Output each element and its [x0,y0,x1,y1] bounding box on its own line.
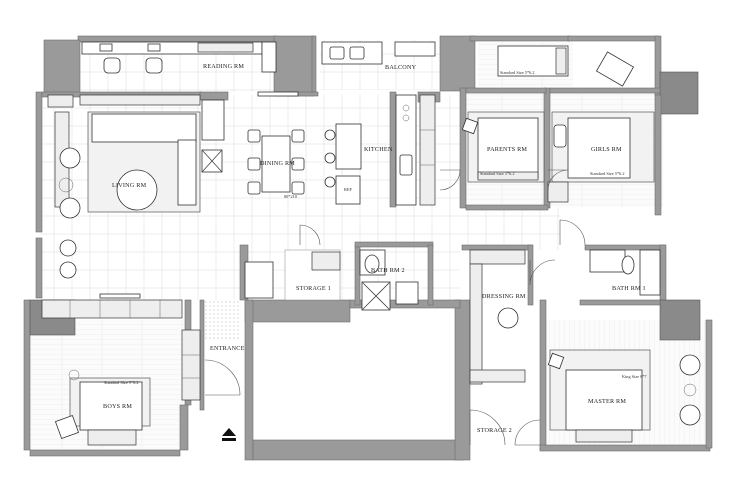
plant-icon [58,177,74,193]
ottoman [497,307,519,329]
living-room-label: LIVING RM [112,182,147,189]
entry-mat [205,300,240,340]
armchair [679,404,701,426]
storage-1: STORAGE 1 [284,249,341,301]
washer-icon [394,41,436,57]
entrance-label: ENTRANCE [210,345,245,352]
fridge-label: REF [344,187,352,192]
shoe-cabinet [181,329,201,401]
tv-icon [99,293,141,299]
wardrobe [469,263,483,385]
reading-room-label: READING RM [203,63,244,70]
storage-2-label: STORAGE 2 [477,427,512,434]
sink-icon [399,154,413,176]
bath-room-1-label: BATH RM 1 [612,285,646,292]
sofa-side [177,139,197,206]
cabinet [201,99,225,141]
vanity [589,249,626,273]
parents-bed-size: Standard Size 5*6.2 [480,171,515,176]
side-table [683,383,697,397]
sofa-back [91,113,197,143]
kitchen-counter [395,94,417,206]
coffee-table [116,169,158,211]
side-stool [59,261,77,279]
armchair [59,147,81,169]
dining-room-label: DINING RM [260,160,295,167]
plant-icon [68,369,80,381]
girls-bed-size: Standard Size 5*6.2 [590,171,625,176]
sink-icon [329,46,345,60]
dressing-room: DRESSING RM [469,249,526,385]
tv-icon [257,91,299,97]
monitor-icon [147,43,161,52]
shower-area [639,249,661,296]
dining-note: 80*210 [284,194,297,199]
storage-1-label: STORAGE 1 [296,285,331,292]
sink-icon [349,46,365,60]
parents-room-label: PARENTS RM [487,146,527,153]
chair-icon [54,414,80,440]
kitchen-island [335,123,362,170]
girls-room-label: GIRLS RM [591,146,622,153]
tv-console [79,94,201,106]
dining-table [261,135,291,193]
storage-cabinet [41,299,183,319]
monitor-icon [99,43,113,52]
top-bed-size: Standard Size 5*6.2 [500,70,535,75]
parents-room: PARENTS RM Standard Size 5*6.2 [461,111,545,183]
master-bed-size: King Size 6*7 [622,374,647,379]
bookshelf [197,42,254,53]
desk [595,51,635,87]
headboard [87,429,137,446]
entrance: ENTRANCE [181,300,245,441]
kitchen-label: KITCHEN [364,146,393,153]
wardrobe [469,369,526,383]
tall-cabinet [419,94,436,206]
chair-icon [553,124,567,148]
boys-room-label: BOYS RM [103,403,132,410]
living-room: LIVING RM [54,99,225,299]
walls [23,35,713,461]
storage-2: STORAGE 2 [469,409,512,446]
corridor-cabinets [41,261,274,319]
cabinet [261,41,277,73]
girls-bed [567,117,631,179]
toilet-icon [621,255,635,275]
bath-room-1: BATH RM 1 [589,249,661,296]
kitchen: REF KITCHEN [335,94,436,206]
north-arrow-icon [222,428,236,436]
chair-icon [145,57,163,74]
bath-room-2-label: BATH RM 2 [371,267,405,274]
vanity [395,281,419,305]
master-room-label: MASTER RM [588,398,626,405]
fridge [335,175,361,205]
balcony-label: BALCONY [385,64,417,71]
shelf [47,94,74,108]
toilet-icon [364,254,380,274]
chair-icon [103,57,121,74]
headboard [575,429,633,443]
bath-room-2: BATH RM 2 [359,249,419,311]
master-bed [565,369,643,431]
side-stool [59,239,77,257]
doors [299,169,586,446]
wardrobe [469,249,526,265]
boys-bed [79,381,143,431]
boys-room: BOYS RM Standard Size 5*6.2 [54,369,151,446]
balcony: BALCONY [321,41,436,71]
boys-bed-size: Standard Size 5*6.2 [104,380,139,385]
dressing-room-label: DRESSING RM [482,293,526,300]
dining-area: DINING RM 80*210 [247,129,336,199]
master-room: MASTER RM King Size 6*7 [547,349,701,443]
girls-room: GIRLS RM Standard Size 5*6.2 [547,111,655,203]
storage-shelf [244,261,274,299]
reading-room: READING RM [47,41,299,108]
armchair [59,197,81,219]
armchair [679,354,701,376]
top-bedroom: Standard Size 5*6.2 [497,45,635,87]
